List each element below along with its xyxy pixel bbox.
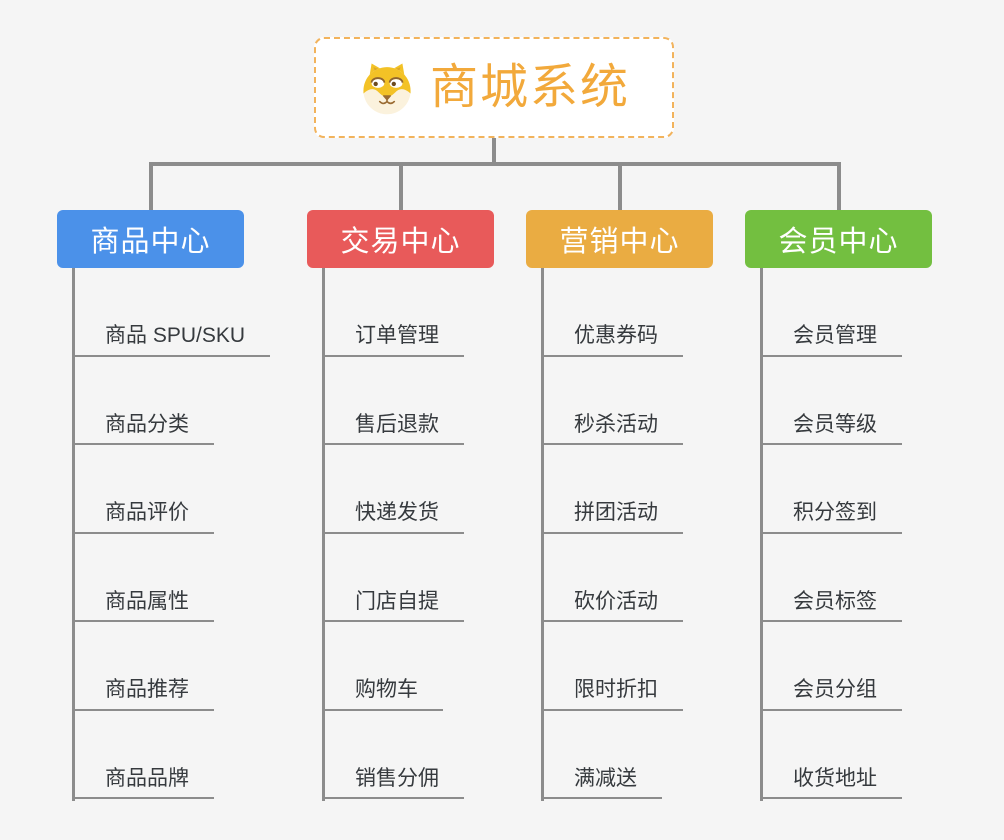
branch-vertical-line (322, 268, 325, 801)
connector-root-stem (492, 138, 496, 166)
leaf-label: 积分签到 (793, 501, 877, 525)
leaf-node[interactable]: 门店自提 (322, 534, 464, 622)
leaf-node[interactable]: 订单管理 (322, 268, 464, 357)
leaf-node[interactable]: 商品推荐 (72, 622, 214, 711)
leaf-node[interactable]: 会员等级 (760, 357, 902, 445)
leaf-label: 商品推荐 (105, 678, 189, 702)
branch-items: 商品 SPU/SKU 商品分类 商品评价 商品属性 商品推荐 商品品牌 (72, 268, 271, 799)
leaf-label: 售后退款 (355, 412, 439, 436)
leaf-label: 秒杀活动 (574, 412, 658, 436)
leaf-node[interactable]: 会员标签 (760, 534, 902, 622)
branch-header-label: 营销中心 (559, 226, 680, 258)
leaf-label: 商品品牌 (105, 766, 189, 790)
branch-items: 会员管理 会员等级 积分签到 会员标签 会员分组 收货地址 (760, 268, 902, 799)
leaf-node[interactable]: 销售分佣 (322, 711, 464, 799)
branch-trade-center: 交易中心 订单管理 售后退款 快递发货 门店自提 购物车 销售分佣 (307, 210, 494, 801)
leaf-label: 会员管理 (793, 324, 877, 348)
leaf-label: 商品 SPU/SKU (105, 324, 246, 348)
leaf-node[interactable]: 限时折扣 (541, 622, 683, 711)
branch-member-center: 会员中心 会员管理 会员等级 积分签到 会员标签 会员分组 收货地址 (745, 210, 932, 801)
branch-header-marketing-center[interactable]: 营销中心 (526, 210, 713, 268)
leaf-node[interactable]: 商品评价 (72, 445, 214, 534)
branch-header-label: 会员中心 (778, 226, 899, 258)
shiba-dog-icon (358, 59, 416, 117)
leaf-label: 砍价活动 (574, 589, 658, 613)
branch-header-product-center[interactable]: 商品中心 (57, 210, 244, 268)
leaf-label: 商品评价 (105, 501, 189, 525)
leaf-label: 限时折扣 (574, 678, 658, 702)
branch-items: 优惠券码 秒杀活动 拼团活动 砍价活动 限时折扣 满减送 (541, 268, 683, 799)
leaf-node[interactable]: 售后退款 (322, 357, 464, 445)
connector-drop-trade (399, 162, 403, 210)
leaf-label: 会员等级 (793, 412, 877, 436)
leaf-label: 会员分组 (793, 678, 877, 702)
leaf-label: 销售分佣 (355, 766, 439, 790)
root-title: 商城系统 (429, 60, 630, 114)
root-node[interactable]: 商城系统 (314, 37, 674, 138)
connector-horizontal-bar (149, 162, 841, 166)
branch-marketing-center: 营销中心 优惠券码 秒杀活动 拼团活动 砍价活动 限时折扣 满减送 (526, 210, 713, 801)
leaf-label: 订单管理 (355, 324, 439, 348)
branch-product-center: 商品中心 商品 SPU/SKU 商品分类 商品评价 商品属性 商品推荐 商品品牌 (57, 210, 271, 801)
branch-header-label: 交易中心 (340, 226, 461, 258)
leaf-label: 购物车 (355, 678, 418, 702)
leaf-label: 快递发货 (355, 501, 439, 525)
branch-vertical-line (760, 268, 763, 801)
leaf-node[interactable]: 满减送 (541, 711, 662, 799)
leaf-node[interactable]: 商品分类 (72, 357, 214, 445)
branch-items: 订单管理 售后退款 快递发货 门店自提 购物车 销售分佣 (322, 268, 464, 799)
leaf-node[interactable]: 会员分组 (760, 622, 902, 711)
connector-drop-member (837, 162, 841, 210)
leaf-label: 商品属性 (105, 589, 189, 613)
connector-drop-marketing (618, 162, 622, 210)
leaf-node[interactable]: 快递发货 (322, 445, 464, 534)
branch-vertical-line (72, 268, 75, 801)
leaf-label: 收货地址 (793, 766, 877, 790)
leaf-label: 商品分类 (105, 412, 189, 436)
leaf-node[interactable]: 砍价活动 (541, 534, 683, 622)
leaf-node[interactable]: 商品 SPU/SKU (72, 268, 271, 357)
leaf-node[interactable]: 商品品牌 (72, 711, 214, 799)
leaf-node[interactable]: 积分签到 (760, 445, 902, 534)
branch-header-trade-center[interactable]: 交易中心 (307, 210, 494, 268)
connector-drop-product (149, 162, 153, 210)
branch-vertical-line (541, 268, 544, 801)
leaf-label: 会员标签 (793, 589, 877, 613)
branch-header-label: 商品中心 (90, 226, 211, 258)
leaf-node[interactable]: 收货地址 (760, 711, 902, 799)
leaf-node[interactable]: 秒杀活动 (541, 357, 683, 445)
leaf-label: 满减送 (574, 766, 637, 790)
leaf-node[interactable]: 优惠券码 (541, 268, 683, 357)
leaf-node[interactable]: 商品属性 (72, 534, 214, 622)
leaf-label: 拼团活动 (574, 501, 658, 525)
leaf-node[interactable]: 购物车 (322, 622, 443, 711)
branch-header-member-center[interactable]: 会员中心 (745, 210, 932, 268)
leaf-label: 优惠券码 (574, 324, 658, 348)
leaf-node[interactable]: 拼团活动 (541, 445, 683, 534)
leaf-node[interactable]: 会员管理 (760, 268, 902, 357)
leaf-label: 门店自提 (355, 589, 439, 613)
